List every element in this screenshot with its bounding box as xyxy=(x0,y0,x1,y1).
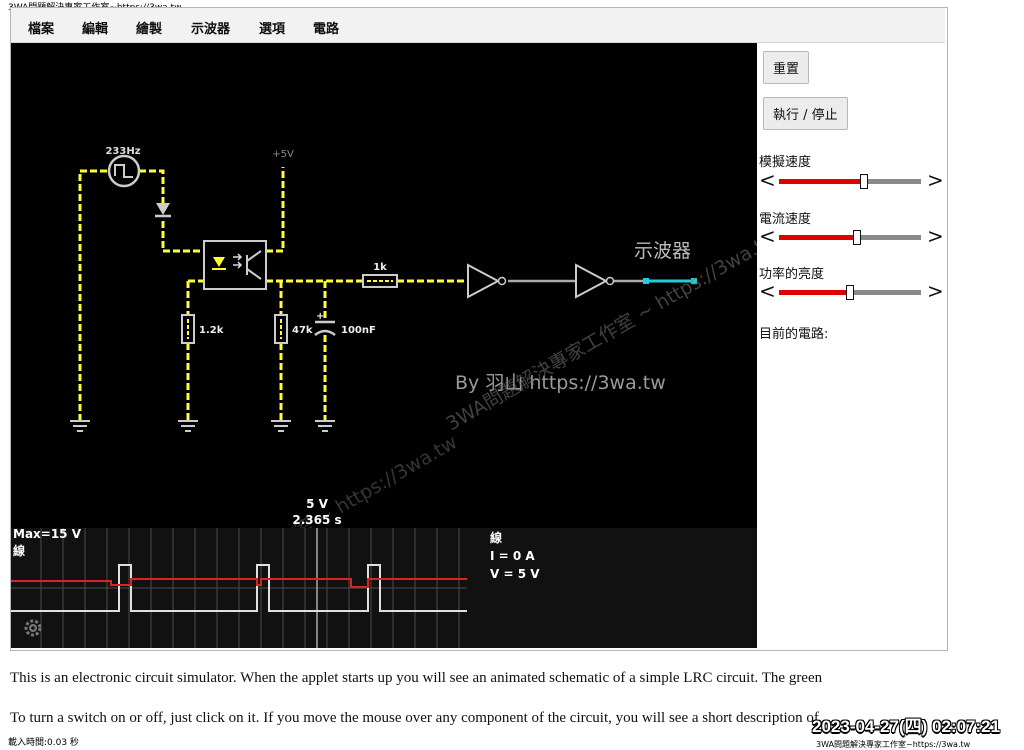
clock-overlay: 2023-04-27(四) 02:07:21 xyxy=(812,717,1001,736)
chevron-right-icon[interactable]: > xyxy=(927,168,944,192)
scope-info-voltage: V = 5 V xyxy=(490,567,540,581)
description-paragraph-1: This is an electronic circuit simulator.… xyxy=(10,670,823,686)
scope-max-label: Max=15 V xyxy=(13,527,82,541)
inverter-1[interactable] xyxy=(467,263,507,299)
square-wave-source[interactable]: 233Hz xyxy=(105,146,141,188)
control-panel: 重置 執行 / 停止 模擬速度 < > 電流速度 < > 功率的亮度 < > 目… xyxy=(757,43,945,648)
scope-probe-label: 示波器 xyxy=(634,240,691,262)
wire-source-right xyxy=(139,169,165,203)
power-brightness-slider[interactable]: < > xyxy=(757,281,945,303)
capacitor-label: 100nF xyxy=(341,325,376,336)
scope-trace-voltage xyxy=(11,564,467,612)
capacitor-polarity: + xyxy=(316,311,324,322)
capacitor-100nf[interactable]: + 100nF xyxy=(314,311,376,337)
sim-speed-slider[interactable]: < > xyxy=(757,170,945,192)
slider-thumb[interactable] xyxy=(860,174,869,189)
slider-thumb[interactable] xyxy=(853,230,862,245)
load-time-label: 載入時間:0.03 秒 xyxy=(8,738,79,748)
menu-file[interactable]: 檔案 xyxy=(28,22,55,37)
scope-info-current: I = 0 A xyxy=(490,549,535,563)
scope-trace-current xyxy=(11,578,467,588)
slider-track[interactable] xyxy=(779,285,921,300)
circuit-schematic[interactable]: 233Hz +5V 1.2k 47k xyxy=(11,43,757,648)
probe-start[interactable] xyxy=(643,278,649,284)
wire-supply xyxy=(266,167,285,253)
scope-wire-label: 線 xyxy=(13,543,25,558)
oscilloscope-panel[interactable]: Max=15 V 線 線 I = 0 A V = 5 V xyxy=(11,527,757,648)
slider-track[interactable] xyxy=(779,230,921,245)
diode[interactable] xyxy=(155,203,171,218)
chevron-left-icon[interactable]: < xyxy=(759,224,776,248)
chevron-right-icon[interactable]: > xyxy=(927,224,944,248)
menu-edit[interactable]: 編輯 xyxy=(82,22,109,37)
description-paragraph-2: To turn a switch on or off, just click o… xyxy=(10,710,819,726)
optocoupler[interactable] xyxy=(203,240,267,290)
slider-label-sim-speed: 模擬速度 xyxy=(759,155,812,170)
slider-thumb[interactable] xyxy=(846,285,854,300)
probe-end[interactable] xyxy=(691,278,697,284)
menu-circuits[interactable]: 電路 xyxy=(313,22,340,37)
watermark-diagonal-1: 3WA問題解決專家工作室 ~ https://3wa.tw xyxy=(443,227,758,435)
scope-info-title: 線 xyxy=(490,530,502,545)
scope-cursor-time: 2.365 s xyxy=(292,513,341,527)
resistor-1k[interactable]: 1k xyxy=(362,262,398,288)
supply-label: +5V xyxy=(272,149,294,160)
chevron-left-icon[interactable]: < xyxy=(759,279,776,303)
slider-track[interactable] xyxy=(779,174,921,189)
menu-draw[interactable]: 繪製 xyxy=(136,22,163,37)
resistor-1k2-label: 1.2k xyxy=(199,325,224,336)
source-frequency-label: 233Hz xyxy=(105,146,140,157)
resistor-47k[interactable]: 47k xyxy=(274,314,313,344)
wire-source-left xyxy=(78,169,109,421)
slider-fill xyxy=(779,290,850,295)
watermark-byline: By 羽山 https://3wa.tw xyxy=(455,372,666,394)
chevron-left-icon[interactable]: < xyxy=(759,168,776,192)
current-circuit-label: 目前的電路: xyxy=(759,327,829,342)
scope-cursor-voltage: 5 V xyxy=(306,497,329,511)
chevron-right-icon[interactable]: > xyxy=(927,279,944,303)
inverter-2[interactable] xyxy=(575,263,615,299)
slider-label-current-speed: 電流速度 xyxy=(759,212,812,227)
slider-fill xyxy=(779,235,858,240)
wire-led xyxy=(161,221,204,253)
gear-icon[interactable] xyxy=(24,619,42,637)
current-speed-slider[interactable]: < > xyxy=(757,226,945,248)
menu-options[interactable]: 選項 xyxy=(259,22,286,37)
resistor-1k2[interactable]: 1.2k xyxy=(181,314,224,344)
menu-bar: 檔案 編輯 繪製 示波器 選項 電路 xyxy=(11,8,945,43)
scope-grid xyxy=(11,528,467,648)
ground-symbols xyxy=(70,420,335,432)
run-stop-button[interactable]: 執行 / 停止 xyxy=(763,97,848,130)
slider-label-power-brightness: 功率的亮度 xyxy=(759,267,825,282)
circuit-canvas[interactable]: 233Hz +5V 1.2k 47k xyxy=(11,43,757,648)
reset-button[interactable]: 重置 xyxy=(763,51,810,84)
resistor-47k-label: 47k xyxy=(292,325,313,336)
slider-fill xyxy=(779,179,865,184)
resistor-1k-label: 1k xyxy=(373,262,387,273)
menu-scope[interactable]: 示波器 xyxy=(191,22,231,37)
bottom-caption: 3WA問題解決專家工作室~https://3wa.tw xyxy=(816,740,971,749)
